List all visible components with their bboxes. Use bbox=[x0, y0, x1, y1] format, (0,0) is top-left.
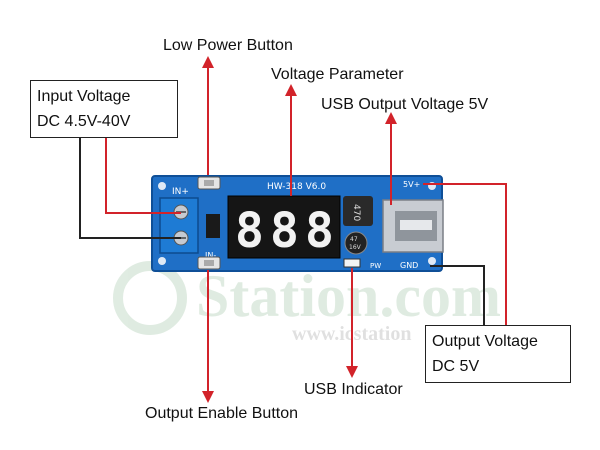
output-voltage-value: DC 5V bbox=[432, 358, 480, 375]
transistor bbox=[206, 214, 220, 238]
watermark-main: Station.com bbox=[196, 263, 501, 329]
usb-indicator-label: USB Indicator bbox=[304, 381, 403, 398]
mounting-hole bbox=[428, 257, 436, 265]
input-minus-wire bbox=[79, 138, 181, 239]
model-label: HW-318 V6.0 bbox=[267, 182, 326, 192]
watermark-logo bbox=[113, 261, 187, 335]
input-voltage-title: Input Voltage bbox=[37, 88, 131, 105]
usb-output-voltage-label: USB Output Voltage 5V bbox=[321, 96, 489, 113]
pw-label: PW bbox=[370, 262, 381, 270]
input-voltage-box: Input Voltage DC 4.5V-40V bbox=[30, 80, 178, 138]
mounting-hole bbox=[158, 182, 166, 190]
callout-arrows bbox=[105, 56, 507, 403]
in-minus-label: IN- bbox=[205, 251, 216, 260]
gnd-label: GND bbox=[400, 261, 418, 270]
cap-label-1: 47 bbox=[350, 236, 358, 243]
low-power-button-label: Low Power Button bbox=[163, 37, 293, 54]
voltage-parameter-label: Voltage Parameter bbox=[271, 66, 404, 83]
output-voltage-title: Output Voltage bbox=[432, 333, 538, 350]
input-voltage-range: DC 4.5V-40V bbox=[37, 113, 131, 130]
display-digit-1: 8 bbox=[235, 203, 264, 259]
watermark: Station.com www.icstation bbox=[113, 261, 501, 345]
display-digit-3: 8 bbox=[305, 203, 334, 259]
in-plus-label: IN+ bbox=[172, 187, 189, 197]
inductor-code: 470 bbox=[351, 204, 361, 221]
output-voltage-box: Output Voltage DC 5V bbox=[425, 325, 571, 383]
cap-label-2: 16V bbox=[349, 244, 362, 251]
mounting-hole bbox=[158, 257, 166, 265]
vout-plus-label: 5V+ bbox=[403, 180, 420, 189]
black-wires bbox=[79, 138, 485, 326]
led-display bbox=[227, 195, 341, 259]
usb-indicator-led bbox=[343, 258, 361, 268]
output-plus-wire bbox=[423, 183, 507, 326]
inductor bbox=[343, 196, 373, 226]
capacitor bbox=[344, 231, 368, 255]
dc-dc-converter-board: IN+ IN- 8 8 8 HW-318 V6.0 470 47 16V PW … bbox=[151, 175, 444, 272]
display-digit-2: 8 bbox=[270, 203, 299, 259]
output-enable-button-label: Output Enable Button bbox=[145, 405, 298, 422]
input-plus-wire bbox=[105, 138, 181, 214]
output-gnd-wire bbox=[430, 265, 485, 326]
